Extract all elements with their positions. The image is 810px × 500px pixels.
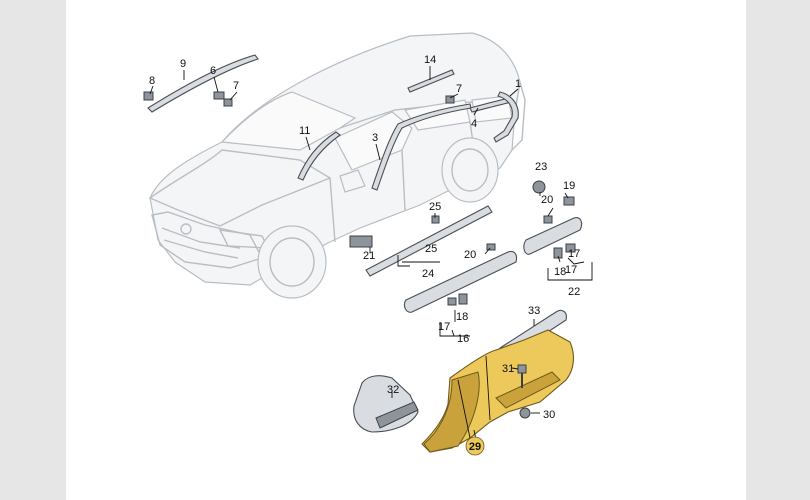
leader-lines	[149, 66, 593, 441]
label-9: 9	[180, 58, 186, 70]
label-4: 4	[471, 118, 477, 130]
label-18-lower: 18	[456, 311, 468, 323]
highlighted-part-29	[421, 329, 575, 453]
label-7-right: 7	[456, 83, 462, 95]
label-14: 14	[424, 54, 436, 66]
label-23: 23	[535, 161, 547, 173]
label-24: 24	[422, 268, 434, 280]
trim-parts	[143, 54, 583, 433]
label-17-right-b: 17	[565, 264, 577, 276]
label-31: 31	[502, 363, 514, 375]
label-20-mid: 20	[464, 249, 476, 261]
label-7-left: 7	[233, 80, 239, 92]
label-18-right: 18	[554, 266, 566, 278]
left-margin	[0, 0, 66, 500]
label-29: 29	[469, 441, 481, 453]
label-20-right: 20	[541, 194, 553, 206]
label-30: 30	[543, 409, 555, 421]
label-25-top: 25	[429, 201, 441, 213]
label-33: 33	[528, 305, 540, 317]
label-1: 1	[515, 78, 521, 90]
label-25-mid: 25	[425, 243, 437, 255]
label-16: 16	[457, 333, 469, 345]
label-3: 3	[372, 132, 378, 144]
label-32: 32	[387, 384, 399, 396]
label-17-right-a: 17	[568, 248, 580, 260]
label-8: 8	[149, 75, 155, 87]
label-22: 22	[568, 286, 580, 298]
label-11: 11	[299, 125, 310, 137]
callout-labels: 8 9 6 7 11 3 14 7 4 1 25 21 25 24 20 17 …	[149, 54, 580, 456]
label-17-lower: 17	[438, 321, 450, 333]
label-6: 6	[210, 65, 216, 77]
label-19: 19	[563, 180, 575, 192]
car-body	[148, 32, 526, 299]
right-margin	[746, 0, 810, 500]
label-21: 21	[363, 250, 375, 262]
label-29-badge	[465, 436, 485, 456]
